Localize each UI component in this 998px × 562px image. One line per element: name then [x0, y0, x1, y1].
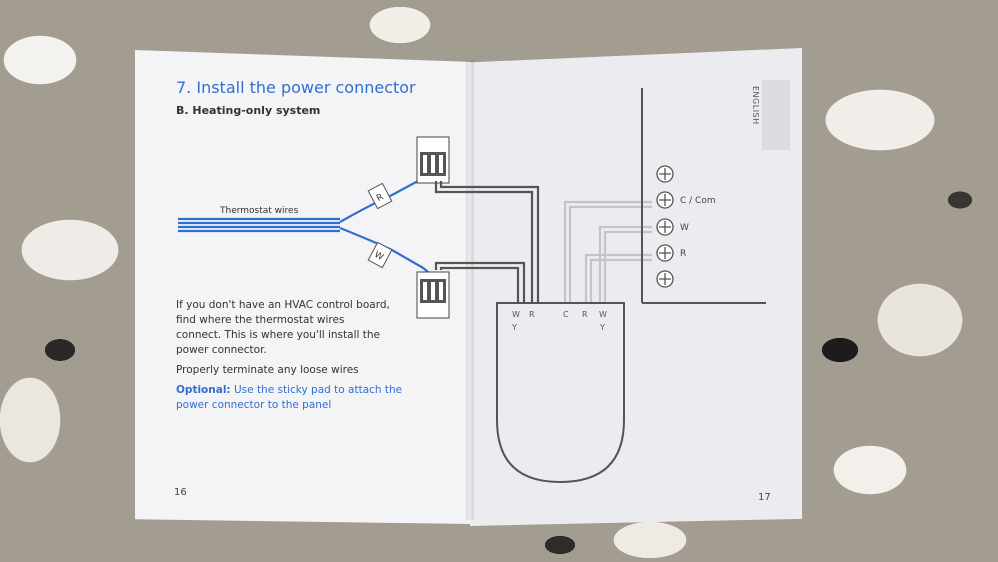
connector-label-y2: Y — [599, 323, 605, 332]
connector-label-c: C — [563, 310, 569, 319]
booklet-spine — [466, 60, 474, 520]
page-subtitle: B. Heating-only system — [176, 104, 321, 117]
connector-label-y: Y — [511, 323, 517, 332]
wire-tag-r: R — [367, 182, 393, 210]
connector-label-r: R — [529, 310, 535, 319]
terminal-label-w: W — [680, 223, 689, 233]
page-number-left: 16 — [174, 487, 187, 498]
connector-label-r2: R — [582, 310, 588, 319]
wire-connector-bottom — [416, 271, 450, 319]
page-number-right: 17 — [758, 492, 771, 503]
language-tab — [762, 80, 790, 150]
power-connector-wires — [434, 181, 540, 303]
connector-label-w: W — [512, 310, 520, 319]
terminal-screws — [656, 165, 674, 288]
power-connector-body — [496, 302, 625, 484]
terminate-note: Properly terminate any loose wires — [176, 364, 359, 376]
terminal-wires — [563, 200, 652, 303]
page-title: 7. Install the power connector — [176, 78, 416, 97]
wire-tag-w: W — [367, 241, 393, 269]
hvac-panel — [641, 88, 766, 304]
wire-connector-top — [416, 136, 450, 184]
wire-tag-w-text: W — [372, 250, 385, 263]
instruction-paragraph: If you don't have an HVAC control board,… — [176, 299, 390, 356]
connector-label-w2: W — [599, 310, 607, 319]
thermostat-wires-label: Thermostat wires — [219, 206, 299, 216]
terminal-label-c-com: C / Com — [680, 196, 716, 206]
optional-text: Use the sticky pad to attach the power c… — [176, 384, 403, 411]
optional-note: Optional: Use the sticky pad to attach t… — [176, 383, 406, 413]
thermostat-wires — [178, 175, 429, 273]
booklet-left-page — [135, 50, 470, 524]
optional-label: Optional: — [176, 384, 231, 396]
connector-terminal-labels: W R Y C R W Y — [511, 310, 607, 332]
terminal-label-r: R — [680, 249, 686, 259]
wire-tag-r-text: R — [375, 192, 385, 204]
